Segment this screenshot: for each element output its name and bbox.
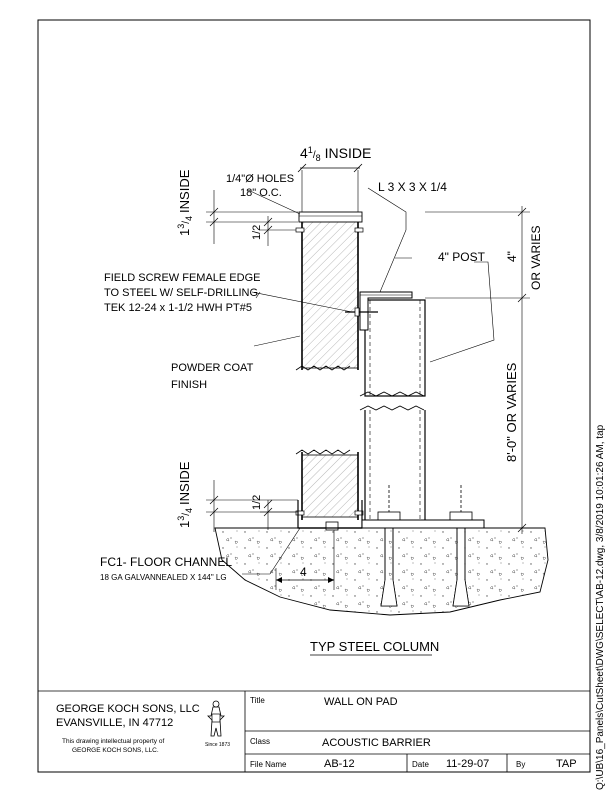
property-notice-2: GEORGE KOCH SONS, LLC. [72, 747, 159, 754]
date-field-label: Date [412, 760, 429, 769]
holes-spacing: 18" O.C. [240, 187, 282, 199]
bottom-inside-dim: 13/4INSIDE [176, 461, 194, 528]
floor-channel-spec: 18 GA GALVANNEALED X 144" LG [100, 573, 227, 582]
wall-panel-top [301, 219, 359, 369]
company-name: GEORGE KOCH SONS, LLC [56, 703, 200, 715]
typ-steel-column: TYP STEEL COLUMN [310, 639, 439, 654]
by-field-value: TAP [556, 758, 577, 770]
wall-panel-bottom [301, 454, 359, 518]
post-top-dim: 4" [505, 251, 519, 262]
class-field-label: Class [250, 737, 270, 746]
top-inside-dim: 13/4INSIDE [176, 169, 194, 236]
title-block: GEORGE KOCH SONS, LLC EVANSVILLE, IN 477… [38, 690, 590, 772]
height-dim: 8'-0" OR VARIES [504, 362, 519, 462]
holes-label: 1/4"Ø HOLES [226, 173, 294, 185]
by-field-label: By [516, 760, 525, 769]
screw-note-3: TEK 12-24 x 1-1/2 HWH PT#5 [104, 302, 252, 314]
since-label: Since 1873 [205, 742, 230, 748]
angle-label: L 3 X 3 X 1/4 [378, 180, 447, 194]
property-notice-1: This drawing intellectual property of [62, 738, 164, 745]
file-path-stamp: Q:\UB\16_Panels\CutSheet\DWG\SELECT\AB-1… [595, 424, 606, 790]
steel-post [359, 299, 426, 520]
file-field-value: AB-12 [324, 758, 355, 770]
sheet-border [37, 19, 591, 773]
powder-note-1: POWDER COAT [171, 362, 254, 374]
bottom-half-dim: 1/2 [251, 495, 263, 510]
bottom-4-dim: 4 [300, 565, 307, 579]
post-label: 4" POST [438, 250, 486, 264]
top-half-dim: 1/2 [251, 225, 263, 240]
floor-channel-label: FC1- FLOOR CHANNEL [100, 555, 232, 569]
file-field-label: File Name [250, 760, 287, 769]
knight-logo: Since 1873 [205, 700, 230, 748]
company-city: EVANSVILLE, IN 47712 [56, 717, 173, 729]
screw-note-2: TO STEEL W/ SELF-DRILLING [104, 287, 258, 299]
powder-note-2: FINISH [171, 379, 207, 391]
angle-bracket [345, 291, 413, 331]
class-field-value: ACOUSTIC BARRIER [322, 737, 431, 749]
or-varies-label: OR VARIES [529, 226, 543, 290]
date-field-value: 11-29-07 [446, 758, 489, 770]
title-field-label: Title [250, 696, 265, 705]
title-field-value: WALL ON PAD [324, 696, 398, 708]
screw-note-1: FIELD SCREW FEMALE EDGE [104, 272, 260, 284]
